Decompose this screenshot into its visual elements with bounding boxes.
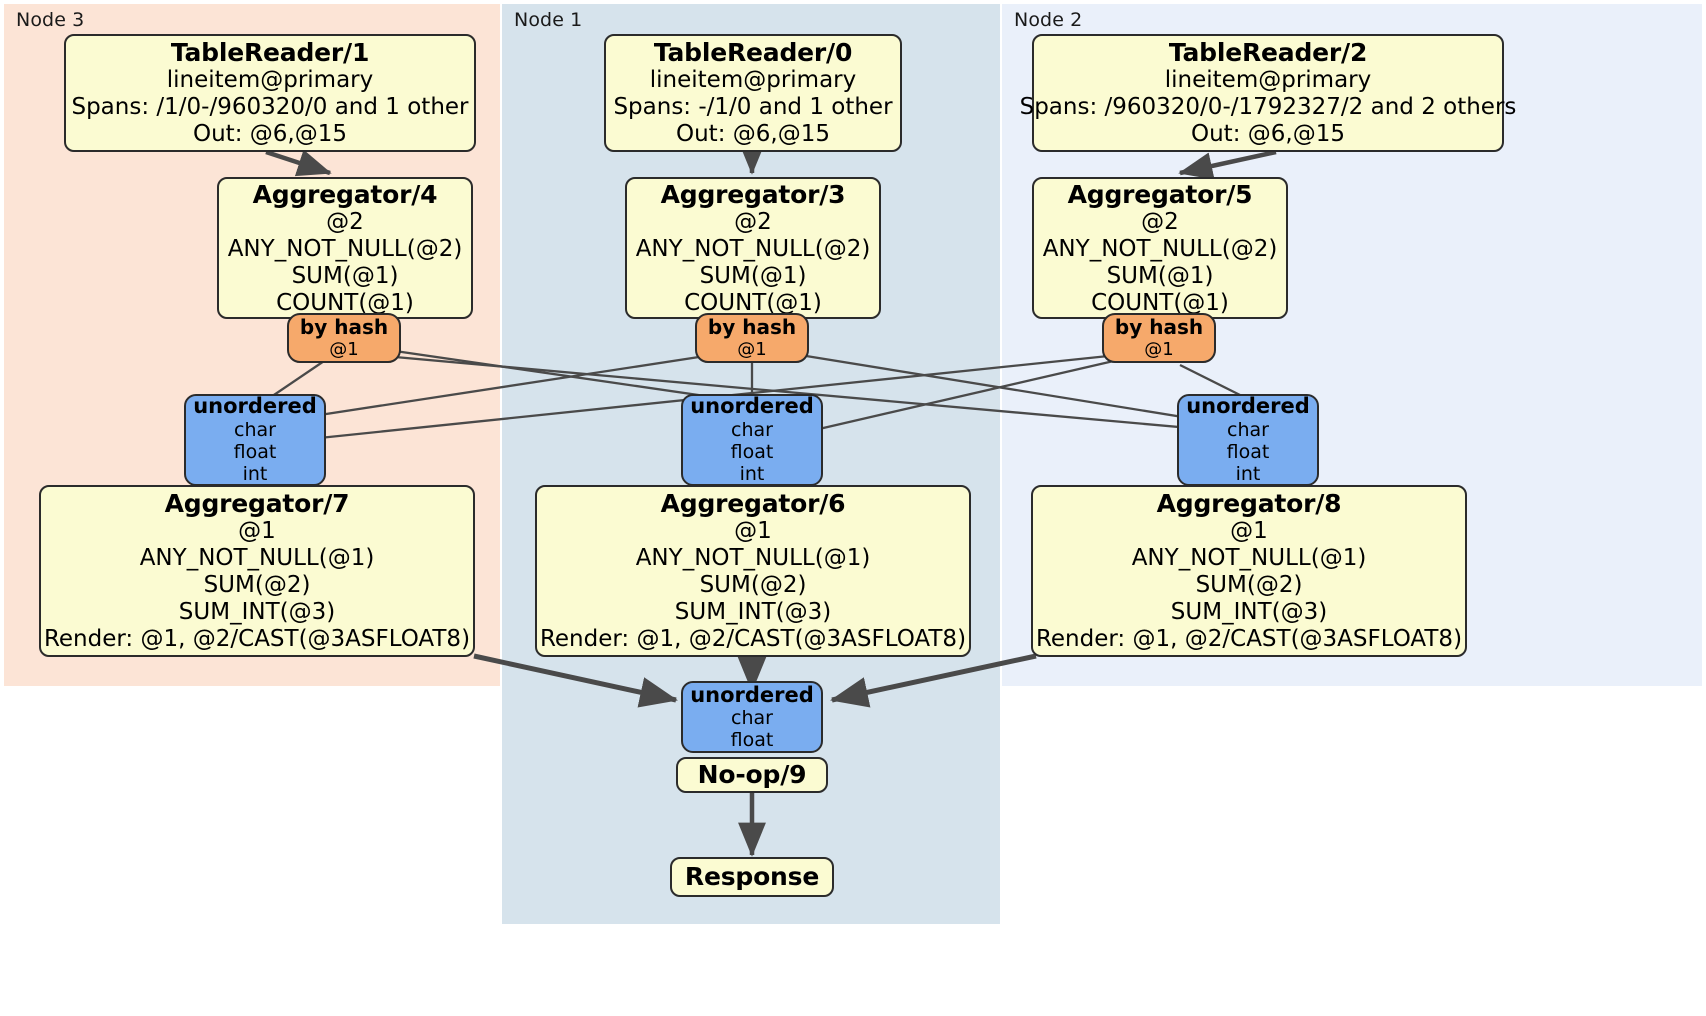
node-title: TableReader/0 (653, 38, 853, 68)
node-noop-9[interactable]: No-op/9 (676, 757, 828, 793)
synchronizer-unordered-left[interactable]: unordered char float int (184, 394, 326, 486)
node-aggregator-5[interactable]: Aggregator/5 @2 ANY_NOT_NULL(@2) SUM(@1)… (1032, 177, 1288, 319)
synchronizer-title: unordered (690, 682, 814, 707)
node-line: SUM(@1) (291, 262, 399, 289)
node-line: Render: @1, @2/CAST(@3ASFLOAT8) (539, 625, 967, 652)
node-line: ANY_NOT_NULL(@2) (1042, 235, 1278, 262)
synchronizer-line: char (731, 707, 773, 730)
node-aggregator-7[interactable]: Aggregator/7 @1 ANY_NOT_NULL(@1) SUM(@2)… (39, 485, 475, 657)
synchronizer-line: char (1227, 418, 1269, 441)
node-tablereader-1[interactable]: TableReader/1 lineitem@primary Spans: /1… (64, 34, 476, 152)
node-line: Render: @1, @2/CAST(@3ASFLOAT8) (43, 625, 471, 652)
synchronizer-line: int (242, 463, 268, 486)
node-title: Aggregator/4 (252, 179, 438, 209)
node-line: SUM(@2) (699, 572, 807, 599)
node-line: @2 (734, 208, 772, 235)
node-line: @2 (1141, 208, 1179, 235)
node-line: ANY_NOT_NULL(@1) (1131, 545, 1367, 572)
synchronizer-unordered-right[interactable]: unordered char float int (1177, 394, 1319, 486)
node-line: lineitem@primary (649, 67, 857, 94)
panel-label-node2: Node 2 (1014, 9, 1083, 31)
node-line: Spans: /960320/0-/1792327/2 and 2 others (1019, 94, 1517, 121)
synchronizer-title: unordered (690, 394, 814, 419)
synchronizer-line: char (234, 418, 276, 441)
synchronizer-title: unordered (1186, 394, 1310, 419)
panel-label-node3: Node 3 (16, 9, 85, 31)
node-title: TableReader/1 (170, 38, 370, 68)
node-line: Spans: -/1/0 and 1 other (613, 94, 893, 121)
node-line: ANY_NOT_NULL(@1) (635, 545, 871, 572)
node-line: SUM(@2) (1195, 572, 1303, 599)
node-response[interactable]: Response (670, 857, 834, 897)
synchronizer-unordered-final[interactable]: unordered char float (681, 681, 823, 753)
node-line: @2 (326, 208, 364, 235)
node-title: Aggregator/5 (1067, 179, 1253, 209)
node-line: SUM_INT(@3) (674, 599, 832, 626)
node-line: SUM(@1) (1106, 262, 1214, 289)
node-aggregator-6[interactable]: Aggregator/6 @1 ANY_NOT_NULL(@1) SUM(@2)… (535, 485, 971, 657)
node-line: SUM_INT(@3) (178, 599, 336, 626)
synchronizer-line: int (1235, 463, 1261, 486)
synchronizer-line: float (1226, 441, 1270, 464)
node-aggregator-8[interactable]: Aggregator/8 @1 ANY_NOT_NULL(@1) SUM(@2)… (1031, 485, 1467, 657)
router-line: @1 (1144, 339, 1174, 361)
node-line: @1 (1230, 518, 1268, 545)
node-aggregator-4[interactable]: Aggregator/4 @2 ANY_NOT_NULL(@2) SUM(@1)… (217, 177, 473, 319)
node-title: Aggregator/3 (660, 179, 846, 209)
node-line: @1 (238, 518, 276, 545)
node-line: Out: @6,@15 (193, 121, 347, 148)
node-line: lineitem@primary (166, 67, 374, 94)
synchronizer-line: float (730, 729, 774, 752)
node-line: COUNT(@1) (684, 289, 822, 316)
node-line: COUNT(@1) (276, 289, 414, 316)
synchronizer-line: float (730, 441, 774, 464)
node-title: TableReader/2 (1168, 38, 1368, 68)
node-tablereader-0[interactable]: TableReader/0 lineitem@primary Spans: -/… (604, 34, 902, 152)
node-line: SUM_INT(@3) (1170, 599, 1328, 626)
router-line: @1 (737, 339, 767, 361)
node-title: Aggregator/6 (660, 489, 846, 519)
node-tablereader-2[interactable]: TableReader/2 lineitem@primary Spans: /9… (1020, 34, 1516, 152)
synchronizer-line: char (731, 418, 773, 441)
node-line: ANY_NOT_NULL(@2) (635, 235, 871, 262)
panel-label-node1: Node 1 (514, 9, 583, 31)
node-aggregator-3[interactable]: Aggregator/3 @2 ANY_NOT_NULL(@2) SUM(@1)… (625, 177, 881, 319)
synchronizer-line: int (739, 463, 765, 486)
router-by-hash-right[interactable]: by hash @1 (1102, 313, 1216, 363)
node-line: Out: @6,@15 (676, 121, 830, 148)
node-line: SUM(@1) (699, 262, 807, 289)
router-title: by hash (707, 314, 797, 339)
node-line: ANY_NOT_NULL(@2) (227, 235, 463, 262)
router-title: by hash (299, 314, 389, 339)
node-line: COUNT(@1) (1091, 289, 1229, 316)
node-line: ANY_NOT_NULL(@1) (139, 545, 375, 572)
node-title: Response (684, 862, 820, 892)
router-by-hash-left[interactable]: by hash @1 (287, 313, 401, 363)
router-title: by hash (1114, 314, 1204, 339)
synchronizer-title: unordered (193, 394, 317, 419)
node-title: No-op/9 (697, 760, 807, 790)
synchronizer-unordered-middle[interactable]: unordered char float int (681, 394, 823, 486)
node-line: Spans: /1/0-/960320/0 and 1 other (71, 94, 469, 121)
node-line: Render: @1, @2/CAST(@3ASFLOAT8) (1035, 625, 1463, 652)
node-line: SUM(@2) (203, 572, 311, 599)
node-line: lineitem@primary (1164, 67, 1372, 94)
node-title: Aggregator/7 (164, 489, 350, 519)
synchronizer-line: float (233, 441, 277, 464)
router-line: @1 (329, 339, 359, 361)
router-by-hash-middle[interactable]: by hash @1 (695, 313, 809, 363)
node-line: Out: @6,@15 (1191, 121, 1345, 148)
node-title: Aggregator/8 (1156, 489, 1342, 519)
node-line: @1 (734, 518, 772, 545)
